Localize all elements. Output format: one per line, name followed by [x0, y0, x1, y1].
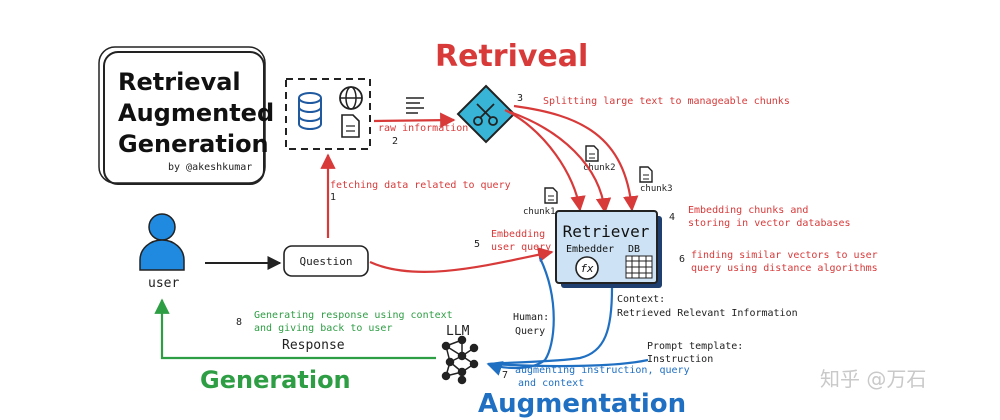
arrow-prompt [489, 358, 649, 368]
arrow-chunk-1 [504, 109, 586, 212]
arrow-raw-information [373, 112, 456, 128]
step-8-num: 8 [236, 317, 242, 328]
arrow-response [154, 298, 436, 360]
section-augmentation: Augmentation [478, 389, 686, 419]
question-label: Question [300, 255, 353, 268]
step-8-line2: and giving back to user [254, 323, 392, 334]
user-icon [139, 213, 185, 271]
globe-icon [339, 86, 363, 110]
step-6-line2: query using distance algorithms [691, 263, 878, 274]
llm-label: LLM [446, 324, 470, 339]
human-label-1: Human: [513, 312, 549, 323]
chunk-icon-3 [639, 166, 653, 183]
title-line-3: Generation [118, 130, 269, 158]
arrow-context [487, 287, 614, 366]
human-label-2: Query [515, 326, 545, 337]
scissors-icon [473, 103, 498, 126]
step-1-num: 1 [330, 192, 336, 203]
db-grid-icon [625, 255, 653, 279]
data-source-box [285, 78, 371, 150]
arrow-embed-query [369, 247, 554, 273]
step-4-line1: Embedding chunks and [688, 205, 808, 216]
chunk-icon-2 [585, 145, 599, 162]
chunk-label-1: chunk1 [523, 207, 556, 217]
title-card: Retrieval Augmented Generation by @akesh… [98, 46, 274, 185]
step-4-line2: storing in vector databases [688, 218, 851, 229]
arrow-chunk-2 [509, 110, 612, 214]
step-5-line2: user query [491, 242, 551, 253]
title-line-1: Retrieval [118, 68, 241, 96]
user-label: user [148, 276, 179, 291]
step-8-line1: Generating response using context [254, 310, 453, 321]
chunk-icon-1 [544, 187, 558, 204]
embedder-fx-icon: fx [575, 256, 599, 280]
embedder-label: Embedder [566, 244, 614, 255]
chunk-label-2: chunk2 [583, 163, 616, 173]
context-label-2: Retrieved Relevant Information [617, 308, 798, 319]
step-7-line1: augmenting instruction, query [515, 365, 690, 376]
step-7-line2: and context [518, 378, 584, 389]
document-icon [341, 114, 360, 138]
prompt-label-2: Instruction [647, 354, 713, 365]
step-6-num: 6 [679, 254, 685, 265]
step-7-num: 7 [502, 370, 508, 381]
fx-label: fx [580, 262, 594, 275]
splitter-diamond [456, 84, 516, 144]
chunk-label-3: chunk3 [640, 184, 673, 194]
arrow-human-query [486, 257, 555, 376]
step-3-text: Splitting large text to manageable chunk… [543, 96, 790, 107]
watermark: 知乎 @万石 [820, 367, 926, 391]
question-node: Question [283, 245, 369, 277]
llm-icon [441, 335, 479, 385]
prompt-label-1: Prompt template: [647, 341, 743, 352]
db-label: DB [628, 244, 640, 255]
step-3-num: 3 [517, 93, 523, 104]
step-2-num: 2 [392, 136, 398, 147]
retriever-label: Retriever [563, 222, 650, 241]
response-label: Response [282, 338, 345, 353]
arrow-chunk-3 [513, 104, 639, 212]
step-1-text: fetching data related to query [330, 180, 511, 191]
step-4-num: 4 [669, 212, 675, 223]
text-lines-icon [406, 97, 424, 114]
section-retrieval: Retriveal [435, 39, 588, 74]
step-2-text: raw information [378, 123, 468, 134]
database-icon [298, 92, 322, 130]
step-5-line1: Embedding [491, 229, 545, 240]
retriever-box: Retriever Embedder DB fx [555, 210, 662, 288]
step-5-num: 5 [474, 239, 480, 250]
step-6-line1: finding similar vectors to user [691, 250, 878, 261]
title-byline: by @akeshkumar [168, 162, 252, 173]
section-generation: Generation [200, 366, 351, 394]
context-label-1: Context: [617, 294, 665, 305]
title-line-2: Augmented [118, 99, 274, 127]
